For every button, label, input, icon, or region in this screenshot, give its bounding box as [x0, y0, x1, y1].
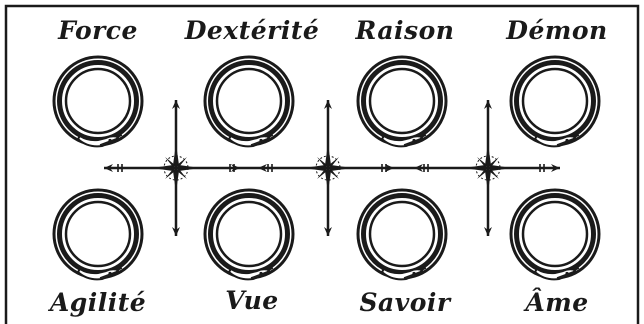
compass-star-icon [304, 144, 352, 192]
attr-label-savoir: Savoir [359, 290, 450, 315]
ouroboros-icon [205, 190, 293, 279]
ouroboros-icon [511, 190, 599, 279]
ouroboros-icon [54, 57, 142, 146]
attr-label-force: Force [58, 18, 138, 43]
attr-label-raison: Raison [356, 18, 455, 43]
attr-label-vue: Vue [225, 288, 278, 313]
compass-star-icon [464, 144, 512, 192]
attr-label-dexterite: Dextérité [185, 18, 320, 43]
compass-star-icon [152, 144, 200, 192]
ouroboros-icon [54, 190, 142, 279]
ouroboros-icon [358, 57, 446, 146]
ouroboros-icon [358, 190, 446, 279]
ouroboros-icon [205, 57, 293, 146]
ouroboros-icon [511, 57, 599, 146]
attr-label-agilite: Agilité [50, 290, 146, 315]
attr-label-ame: Âme [525, 290, 588, 315]
attr-label-demon: Démon [506, 18, 607, 43]
